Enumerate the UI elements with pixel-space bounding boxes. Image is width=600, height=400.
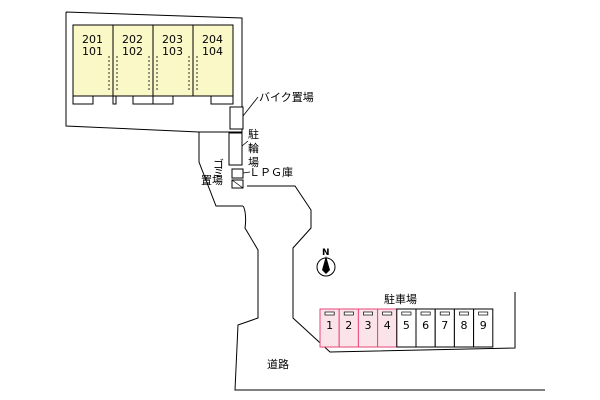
parking-slot-9	[473, 308, 494, 348]
bike-parking-box	[229, 106, 244, 130]
parking-title: 駐車場	[384, 292, 417, 306]
parking-slot-label-6: 6	[422, 319, 429, 332]
parking-slot-label-1: 1	[326, 319, 333, 332]
wheel-stop	[420, 311, 431, 316]
wheel-stop	[401, 311, 412, 316]
unit-201: 201	[82, 33, 103, 46]
parking-slot-label-2: 2	[345, 319, 352, 332]
unit-103: 103	[162, 45, 183, 58]
svg-text:輪: 輪	[248, 141, 259, 155]
svg-text:ゴ: ゴ	[213, 157, 224, 171]
unit-202: 202	[122, 33, 143, 46]
parking-slot-label-7: 7	[441, 319, 448, 332]
wheel-stop	[324, 311, 335, 316]
unit-labels: 201 101 202 102 203 103 204 104	[82, 33, 223, 58]
unit-203: 203	[162, 33, 183, 46]
unit-102: 102	[122, 45, 143, 58]
svg-text:場: 場	[212, 174, 223, 187]
lpg-box	[231, 168, 244, 179]
parking-slot-label-9: 9	[480, 319, 487, 332]
unit-104: 104	[202, 45, 223, 58]
lpg-label: ＬＰＧ庫	[249, 165, 293, 179]
compass-arrow-icon	[322, 256, 330, 274]
bike-parking-label: バイク置場	[259, 91, 314, 104]
bicycle-parking-box	[228, 132, 243, 166]
leader-lines	[241, 96, 259, 174]
unit-204: 204	[202, 33, 223, 46]
parking-slot-label-5: 5	[403, 319, 410, 332]
north-compass: N	[316, 248, 336, 277]
road-label: 道路	[267, 357, 289, 371]
svg-text:場: 場	[248, 156, 259, 169]
wheel-stop	[343, 311, 354, 316]
wheel-stop	[439, 311, 450, 316]
wheel-stop	[478, 311, 489, 316]
garbage-label: ゴ ミ 置 場	[201, 157, 224, 187]
wheel-stop	[363, 311, 373, 316]
parking-slot-label-3: 3	[365, 319, 372, 332]
svg-text:駐: 駐	[248, 127, 259, 141]
wheel-stop	[459, 311, 469, 316]
bicycle-parking-label: 駐 輪 場	[248, 127, 259, 169]
compass-north-label: N	[322, 248, 330, 258]
garbage-box-hatch	[231, 179, 244, 189]
wheel-stop	[382, 311, 393, 316]
svg-text:置: 置	[201, 174, 212, 187]
road-outline	[234, 185, 545, 391]
unit-101: 101	[82, 45, 103, 58]
svg-text:ミ: ミ	[213, 167, 224, 180]
building-steps	[72, 95, 234, 105]
stair-marks	[108, 56, 198, 90]
parking-slot-label-8: 8	[461, 319, 468, 332]
parking-slot-label-4: 4	[384, 319, 391, 332]
